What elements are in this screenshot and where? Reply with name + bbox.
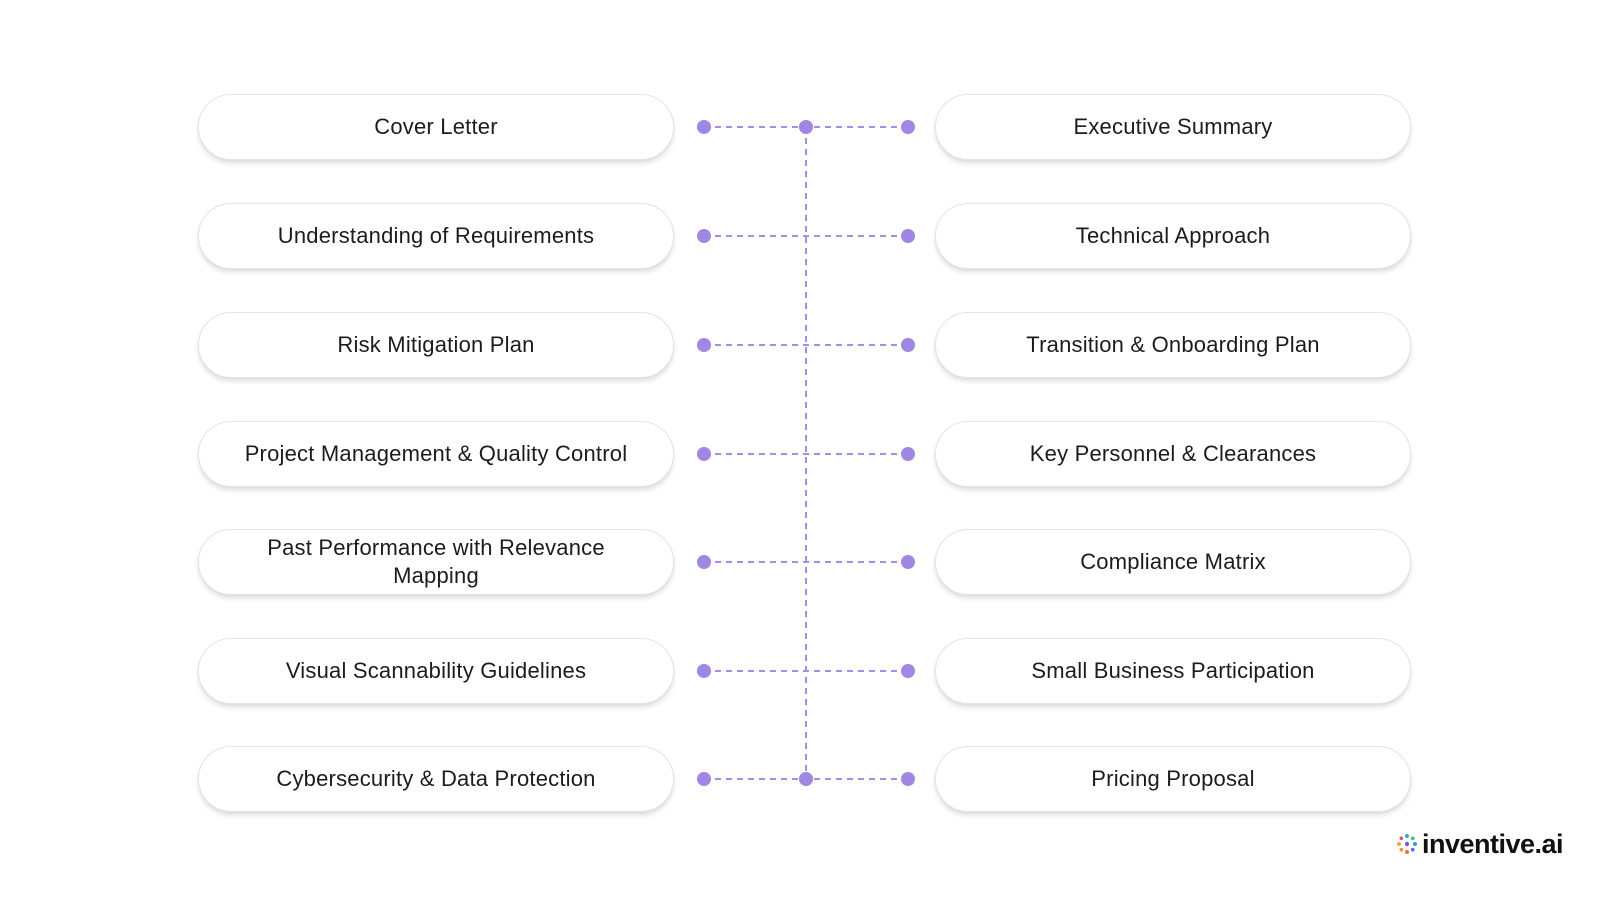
connector-dot-right xyxy=(901,447,915,461)
connector-dot-left xyxy=(697,120,711,134)
section-small-business: Small Business Participation xyxy=(935,638,1411,704)
section-label: Executive Summary xyxy=(1073,114,1273,139)
section-label: Project Management & Quality Control xyxy=(244,441,628,466)
section-past-performance: Past Performance with Relevance Mapping xyxy=(198,529,674,595)
section-transition-onboarding: Transition & Onboarding Plan xyxy=(935,312,1411,378)
connector-dot-left xyxy=(697,447,711,461)
connector-dot-right xyxy=(901,772,915,786)
section-risk-mitigation-plan: Risk Mitigation Plan xyxy=(198,312,674,378)
section-executive-summary: Executive Summary xyxy=(935,94,1411,160)
section-label: Pricing Proposal xyxy=(1091,766,1255,791)
connector-dot-center-bottom xyxy=(799,772,813,786)
section-label: Past Performance with Relevance Mapping xyxy=(267,535,605,588)
connector-dot-right xyxy=(901,664,915,678)
connector-dot-center-top xyxy=(799,120,813,134)
section-label: Technical Approach xyxy=(1075,223,1271,248)
section-label: Compliance Matrix xyxy=(1080,549,1266,574)
section-compliance-matrix: Compliance Matrix xyxy=(935,529,1411,595)
section-pricing-proposal: Pricing Proposal xyxy=(935,746,1411,812)
connector-dot-left xyxy=(697,664,711,678)
logo-text: inventive.ai xyxy=(1422,828,1564,859)
connector-dot-left xyxy=(697,772,711,786)
section-cover-letter: Cover Letter xyxy=(198,94,674,160)
section-label: Visual Scannability Guidelines xyxy=(285,658,587,683)
brand-logo: inventive.ai xyxy=(1396,826,1564,862)
section-understanding-of-requirements: Understanding of Requirements xyxy=(198,203,674,269)
section-label: Cybersecurity & Data Protection xyxy=(276,766,596,791)
section-technical-approach: Technical Approach xyxy=(935,203,1411,269)
section-label: Transition & Onboarding Plan xyxy=(1026,332,1320,357)
section-label: Small Business Participation xyxy=(1031,658,1315,683)
section-visual-scannability: Visual Scannability Guidelines xyxy=(198,638,674,704)
connector-dot-right xyxy=(901,338,915,352)
section-label: Cover Letter xyxy=(374,114,498,139)
inventive-logo-icon xyxy=(1397,834,1417,854)
section-project-management: Project Management & Quality Control xyxy=(198,421,674,487)
section-label: Key Personnel & Clearances xyxy=(1029,441,1317,466)
section-label: Risk Mitigation Plan xyxy=(337,332,535,357)
connector-dot-left xyxy=(697,338,711,352)
connector-dot-right xyxy=(901,229,915,243)
connector-dot-right xyxy=(901,120,915,134)
connector-dot-right xyxy=(901,555,915,569)
connector-dot-left xyxy=(697,229,711,243)
section-label: Understanding of Requirements xyxy=(277,223,595,248)
connector-dot-left xyxy=(697,555,711,569)
section-key-personnel: Key Personnel & Clearances xyxy=(935,421,1411,487)
section-cybersecurity: Cybersecurity & Data Protection xyxy=(198,746,674,812)
